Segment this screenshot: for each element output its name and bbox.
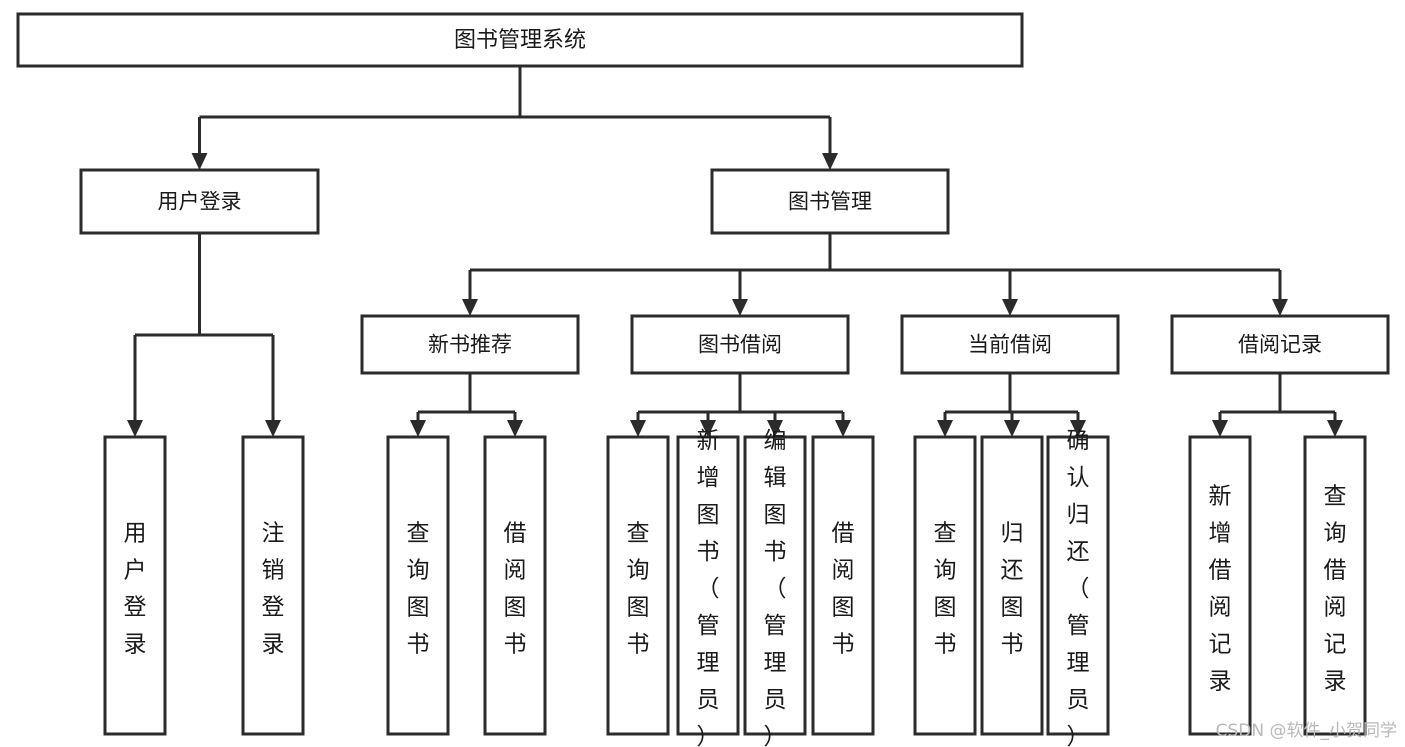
book-borrow-arrow-2 — [767, 420, 783, 437]
node-box-leaf-user-logout — [241, 435, 305, 736]
node-leaf-edit-book[interactable]: 编辑图书（管理员） — [743, 428, 807, 747]
node-box-leaf-user-login — [103, 435, 167, 736]
node-label-leaf-user-logout: 注销登录 — [262, 520, 285, 657]
node-box-leaf-borrow-book-1 — [483, 435, 547, 736]
node-label-leaf-query-book-2: 查询图书 — [627, 520, 650, 657]
node-leaf-borrow-book-1[interactable]: 借阅图书 — [483, 435, 547, 736]
node-box-book-manage — [710, 168, 950, 235]
node-label-leaf-add-book: 新增图书（管理员） — [697, 428, 720, 747]
node-label-borrow-record: 借阅记录 — [1238, 333, 1322, 357]
book-manage-arrow-0 — [462, 299, 478, 316]
book-manage-arrow-2 — [1002, 299, 1018, 316]
csdn-watermark: CSDN @软件_小贺同学 — [1215, 721, 1397, 741]
node-box-user-login — [79, 168, 320, 235]
root-arrow-1 — [822, 153, 838, 170]
node-box-book-borrow — [630, 314, 850, 375]
root-arrow-0 — [191, 153, 208, 170]
node-label-root: 图书管理系统 — [454, 28, 586, 53]
node-leaf-borrow-book-2[interactable]: 借阅图书 — [811, 435, 875, 736]
current-borrow-arrow-0 — [937, 420, 953, 437]
node-box-new-book-recommend — [360, 314, 580, 375]
book-manage-arrow-3 — [1272, 299, 1288, 316]
node-label-book-manage: 图书管理 — [788, 190, 872, 214]
node-label-leaf-query-record: 查询借阅记录 — [1324, 483, 1347, 694]
node-leaf-confirm-return[interactable]: 确认归还（管理员） — [1046, 428, 1110, 747]
node-label-leaf-query-book-1: 查询图书 — [407, 520, 430, 657]
node-label-current-borrow: 当前借阅 — [968, 333, 1052, 357]
connector-lines-layer — [127, 66, 1343, 437]
node-label-leaf-borrow-book-1: 借阅图书 — [504, 520, 527, 657]
node-label-leaf-user-login: 用户登录 — [124, 520, 147, 657]
current-borrow-arrow-1 — [1004, 420, 1020, 437]
book-borrow-arrow-1 — [700, 420, 716, 437]
node-label-user-login: 用户登录 — [158, 190, 242, 214]
node-label-leaf-borrow-book-2: 借阅图书 — [832, 520, 855, 657]
node-leaf-add-record[interactable]: 新增借阅记录 — [1188, 435, 1252, 736]
borrow-record-arrow-0 — [1212, 420, 1228, 437]
node-box-leaf-borrow-book-2 — [811, 435, 875, 736]
node-leaf-user-logout[interactable]: 注销登录 — [241, 435, 305, 736]
node-label-book-borrow: 图书借阅 — [698, 333, 782, 357]
node-box-root — [16, 12, 1024, 68]
node-box-leaf-query-record — [1303, 435, 1367, 736]
node-label-leaf-add-record: 新增借阅记录 — [1209, 483, 1232, 694]
node-leaf-return-book[interactable]: 归还图书 — [980, 435, 1044, 736]
node-box-leaf-add-book — [676, 435, 740, 736]
node-box-borrow-record — [1170, 314, 1390, 375]
node-leaf-query-book-1[interactable]: 查询图书 — [386, 435, 450, 736]
node-borrow-record[interactable]: 借阅记录 — [1170, 314, 1390, 375]
node-current-borrow[interactable]: 当前借阅 — [900, 314, 1120, 375]
user-login-arrow-0 — [127, 420, 143, 437]
node-box-current-borrow — [900, 314, 1120, 375]
node-label-leaf-edit-book: 编辑图书（管理员） — [764, 428, 787, 747]
node-label-new-book-recommend: 新书推荐 — [428, 333, 512, 357]
book-manage-arrow-1 — [732, 299, 748, 316]
current-borrow-arrow-2 — [1070, 420, 1086, 437]
node-leaf-query-record[interactable]: 查询借阅记录 — [1303, 435, 1367, 736]
node-label-leaf-confirm-return: 确认归还（管理员） — [1067, 428, 1090, 747]
node-user-login[interactable]: 用户登录 — [79, 168, 320, 235]
node-leaf-user-login[interactable]: 用户登录 — [103, 435, 167, 736]
new-book-recommend-arrow-1 — [507, 420, 523, 437]
node-book-borrow[interactable]: 图书借阅 — [630, 314, 850, 375]
user-login-arrow-1 — [265, 420, 281, 437]
node-box-leaf-query-book-3 — [913, 435, 977, 736]
node-leaf-add-book[interactable]: 新增图书（管理员） — [676, 428, 740, 747]
node-box-leaf-query-book-1 — [386, 435, 450, 736]
node-new-book-recommend[interactable]: 新书推荐 — [360, 314, 580, 375]
node-root[interactable]: 图书管理系统 — [16, 12, 1024, 68]
node-label-leaf-return-book: 归还图书 — [1001, 520, 1024, 657]
node-box-leaf-confirm-return — [1046, 435, 1110, 736]
node-leaf-query-book-3[interactable]: 查询图书 — [913, 435, 977, 736]
node-leaf-query-book-2[interactable]: 查询图书 — [606, 435, 670, 736]
node-box-leaf-return-book — [980, 435, 1044, 736]
node-label-leaf-query-book-3: 查询图书 — [934, 520, 957, 657]
node-boxes-layer: 图书管理系统用户登录图书管理新书推荐图书借阅当前借阅借阅记录用户登录注销登录查询… — [16, 12, 1390, 747]
borrow-record-arrow-1 — [1327, 420, 1343, 437]
node-box-leaf-query-book-2 — [606, 435, 670, 736]
node-book-manage[interactable]: 图书管理 — [710, 168, 950, 235]
node-box-leaf-edit-book — [743, 435, 807, 736]
book-borrow-arrow-0 — [630, 420, 646, 437]
node-box-leaf-add-record — [1188, 435, 1252, 736]
book-borrow-arrow-3 — [835, 420, 851, 437]
new-book-recommend-arrow-0 — [410, 420, 426, 437]
